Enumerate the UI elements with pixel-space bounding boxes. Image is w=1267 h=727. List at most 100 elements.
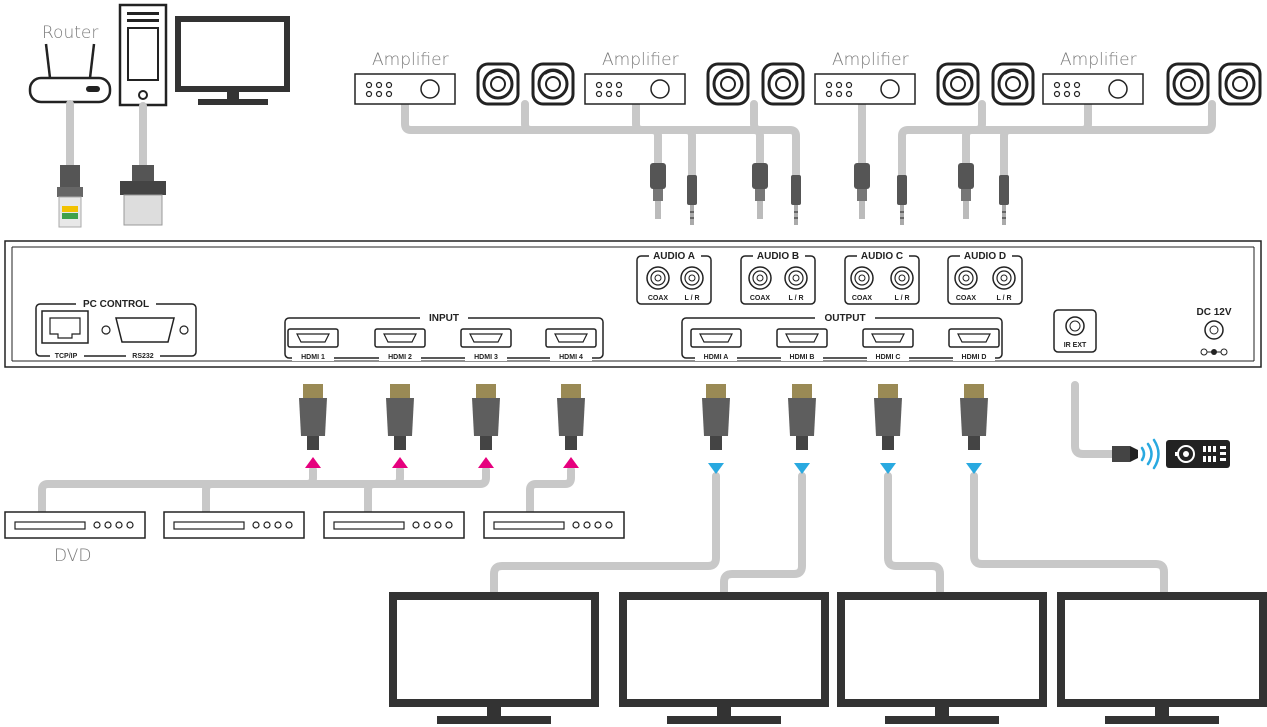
monitor-icon bbox=[175, 16, 290, 105]
input-cable-4 bbox=[526, 466, 575, 516]
lr-a-port[interactable] bbox=[680, 266, 704, 290]
dc-polarity-icon bbox=[1200, 348, 1228, 356]
rca-plug-icon bbox=[854, 163, 870, 219]
hdmi-4-port[interactable] bbox=[545, 328, 597, 348]
amplifier-label-d: Amplifier bbox=[1060, 50, 1137, 70]
spk-b-cable bbox=[750, 100, 800, 179]
rca-plug-icon bbox=[650, 163, 666, 219]
coax-d-port[interactable] bbox=[954, 266, 978, 290]
speaker-icon bbox=[706, 62, 750, 106]
output-label: OUTPUT bbox=[824, 313, 865, 324]
audio-a-group: AUDIO A COAX L / R bbox=[636, 249, 712, 305]
amplifier-label-c: Amplifier bbox=[832, 50, 909, 70]
lr-d-label: L / R bbox=[996, 295, 1011, 302]
output-arrow-icon bbox=[708, 463, 724, 474]
output-arrow-icon bbox=[966, 463, 982, 474]
hdmi-d-label: HDMI D bbox=[962, 354, 987, 361]
speaker-icon bbox=[476, 62, 520, 106]
lr-a-label: L / R bbox=[684, 295, 699, 302]
hdmi-1-port[interactable] bbox=[287, 328, 339, 348]
spk-d-cable bbox=[1000, 100, 1216, 179]
dc-label: DC 12V bbox=[1196, 307, 1231, 318]
hdmi-3-port[interactable] bbox=[460, 328, 512, 348]
tv-display-icon bbox=[837, 592, 1047, 724]
lr-b-label: L / R bbox=[788, 295, 803, 302]
speaker-icon bbox=[936, 62, 980, 106]
matrix-rear-panel bbox=[4, 240, 1262, 368]
audio-a-label: AUDIO A bbox=[653, 251, 695, 262]
lr-d-port[interactable] bbox=[992, 266, 1016, 290]
hdmi-3-label: HDMI 3 bbox=[474, 354, 498, 361]
spk-a-cable bbox=[521, 100, 696, 179]
output-arrow-icon bbox=[794, 463, 810, 474]
amplifier-label-a: Amplifier bbox=[372, 50, 449, 70]
dvd-label: DVD bbox=[54, 546, 92, 566]
hdmi-a-label: HDMI A bbox=[704, 354, 729, 361]
lr-c-port[interactable] bbox=[890, 266, 914, 290]
jack-plug-icon bbox=[896, 174, 908, 226]
output-arrow-icon bbox=[880, 463, 896, 474]
hdmi-d-port[interactable] bbox=[948, 328, 1000, 348]
rca-plug-icon bbox=[752, 163, 768, 219]
input-arrow-icon bbox=[305, 457, 321, 468]
speaker-icon bbox=[761, 62, 805, 106]
dvd-player-icon bbox=[163, 511, 305, 539]
coax-b-label: COAX bbox=[750, 295, 771, 302]
input-cable-1 bbox=[38, 466, 317, 516]
amplifier-label-b: Amplifier bbox=[602, 50, 679, 70]
coax-a-port[interactable] bbox=[646, 266, 670, 290]
hdmi-c-port[interactable] bbox=[862, 328, 914, 348]
ir-cable bbox=[1071, 381, 1116, 458]
hdmi-plug-icon bbox=[472, 384, 500, 450]
audio-d-label: AUDIO D bbox=[964, 251, 1006, 262]
tv-display-icon bbox=[619, 592, 829, 724]
rs232-port[interactable] bbox=[101, 317, 189, 343]
amplifier-a-icon bbox=[354, 73, 456, 105]
jack-plug-icon bbox=[998, 174, 1010, 226]
lr-c-label: L / R bbox=[894, 295, 909, 302]
coax-d-label: COAX bbox=[956, 295, 977, 302]
output-cable-b bbox=[720, 472, 806, 596]
audio-b-group: AUDIO B COAX L / R bbox=[740, 249, 816, 305]
ir-waves-icon bbox=[1140, 438, 1160, 470]
pc-control-label: PC CONTROL bbox=[83, 299, 149, 310]
hdmi-plug-icon bbox=[557, 384, 585, 450]
hdmi-a-port[interactable] bbox=[690, 328, 742, 348]
hdmi-1-label: HDMI 1 bbox=[301, 354, 325, 361]
amplifier-c-icon bbox=[814, 73, 916, 105]
hdmi-4-label: HDMI 4 bbox=[559, 354, 583, 361]
rj45-plug-icon bbox=[57, 165, 83, 228]
speaker-icon bbox=[531, 62, 575, 106]
coax-a-label: COAX bbox=[648, 295, 669, 302]
dvd-player-icon bbox=[323, 511, 465, 539]
lr-b-port[interactable] bbox=[784, 266, 808, 290]
audio-c-group: AUDIO C COAX L / R bbox=[844, 249, 920, 305]
input-arrow-icon bbox=[478, 457, 494, 468]
hdmi-2-port[interactable] bbox=[374, 328, 426, 348]
rs232-plug-icon bbox=[120, 165, 166, 226]
pc-tower-icon bbox=[118, 3, 168, 107]
dvd-player-icon bbox=[4, 511, 146, 539]
hdmi-2-label: HDMI 2 bbox=[388, 354, 412, 361]
input-label: INPUT bbox=[429, 313, 459, 324]
audio-d-group: AUDIO D COAX L / R bbox=[947, 249, 1023, 305]
tcpip-port[interactable] bbox=[41, 310, 89, 344]
output-cable-a bbox=[490, 472, 720, 596]
hdmi-b-port[interactable] bbox=[776, 328, 828, 348]
input-cable-3 bbox=[364, 466, 490, 516]
speaker-icon bbox=[991, 62, 1035, 106]
dc-power-port[interactable] bbox=[1204, 320, 1224, 340]
dvd-player-icon bbox=[483, 511, 625, 539]
coax-b-port[interactable] bbox=[748, 266, 772, 290]
input-arrow-icon bbox=[392, 457, 408, 468]
coax-c-label: COAX bbox=[852, 295, 873, 302]
amp-a-cable bbox=[401, 100, 662, 169]
speaker-icon bbox=[1218, 62, 1262, 106]
coax-c-port[interactable] bbox=[850, 266, 874, 290]
ir-ext-port[interactable] bbox=[1053, 309, 1097, 353]
hdmi-b-label: HDMI B bbox=[790, 354, 815, 361]
hdmi-plug-icon bbox=[299, 384, 327, 450]
jack-plug-icon bbox=[790, 174, 802, 226]
router-label: Router bbox=[42, 23, 98, 43]
